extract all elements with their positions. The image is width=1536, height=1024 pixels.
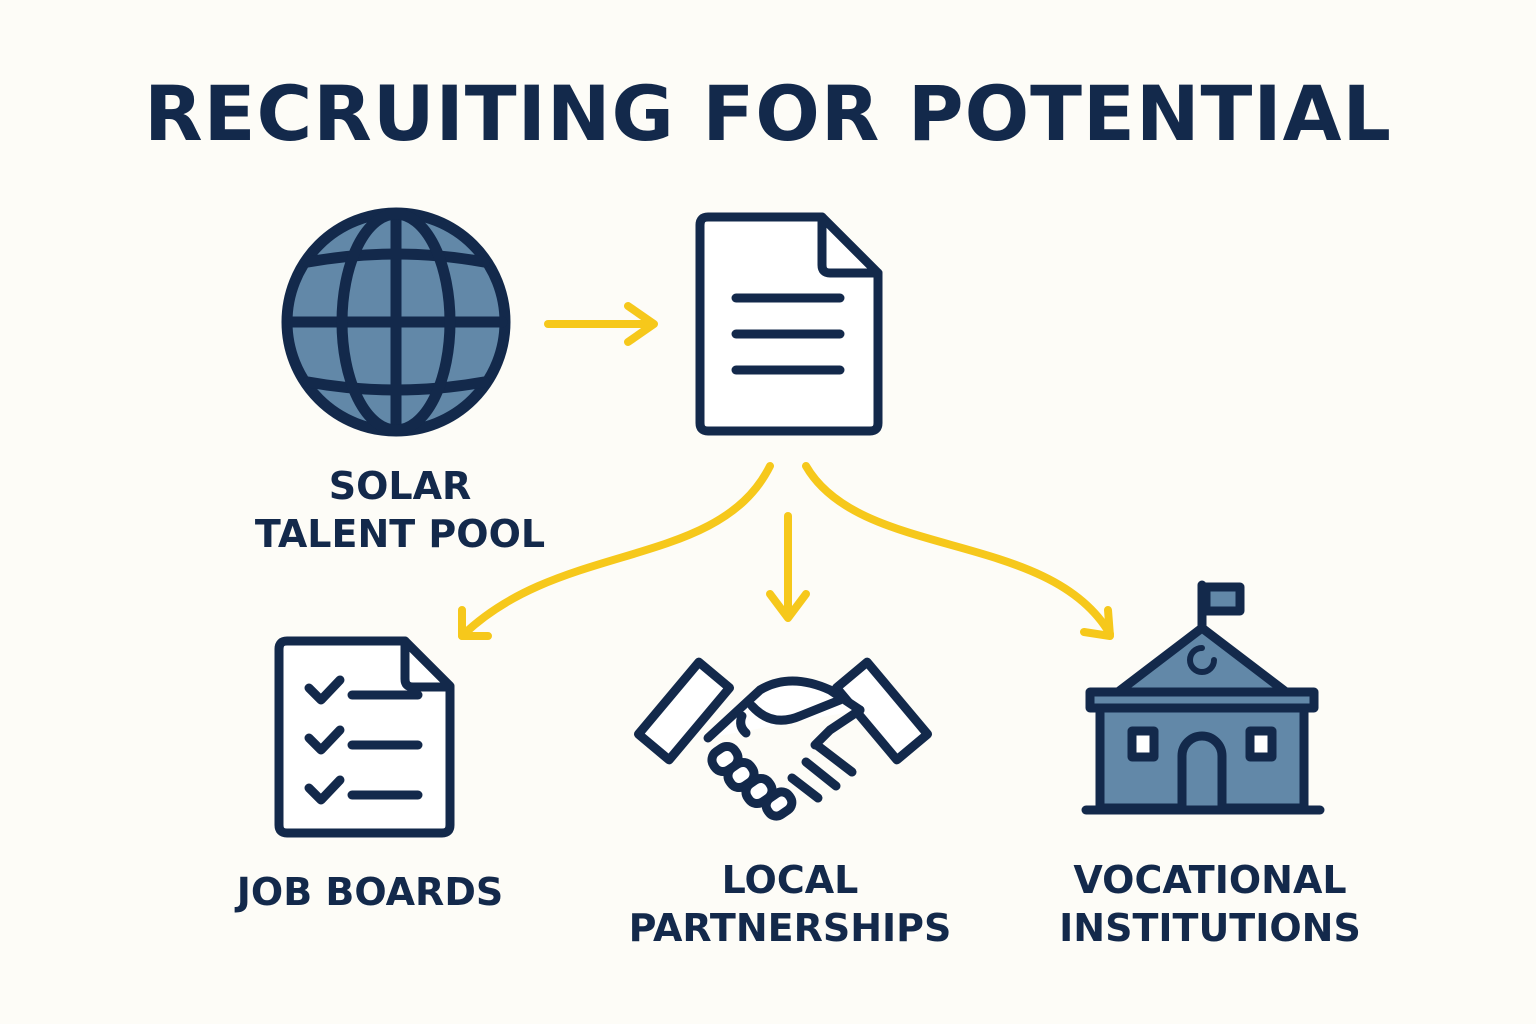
connector-arrows bbox=[458, 302, 1114, 640]
label-line: VOCATIONAL bbox=[1073, 858, 1347, 902]
checklist-icon bbox=[274, 636, 455, 838]
label-line: TALENT POOL bbox=[254, 512, 546, 556]
label-vocational-institutions: VOCATIONAL INSTITUTIONS bbox=[1030, 856, 1390, 952]
label-local-partnerships: LOCAL PARTNERSHIPS bbox=[590, 856, 990, 952]
diagram-title: RECRUITING FOR POTENTIAL bbox=[144, 69, 1392, 158]
label-line: JOB BOARDS bbox=[236, 870, 504, 914]
school-building-icon bbox=[1081, 580, 1325, 815]
arrow-document-to-job-boards bbox=[458, 462, 774, 640]
arrow-document-to-local-partnerships bbox=[766, 512, 810, 622]
arrow-document-to-vocational bbox=[802, 462, 1114, 640]
arrow-talent-to-document bbox=[544, 302, 658, 346]
label-line: INSTITUTIONS bbox=[1059, 906, 1361, 950]
globe-icon bbox=[281, 207, 511, 437]
label-job-boards: JOB BOARDS bbox=[210, 868, 530, 916]
label-line: PARTNERSHIPS bbox=[628, 906, 952, 950]
document-icon bbox=[695, 212, 883, 436]
label-line: LOCAL bbox=[721, 858, 859, 902]
label-line: SOLAR bbox=[328, 464, 472, 508]
handshake-icon bbox=[633, 657, 933, 821]
label-solar-talent-pool: SOLAR TALENT POOL bbox=[230, 462, 570, 558]
